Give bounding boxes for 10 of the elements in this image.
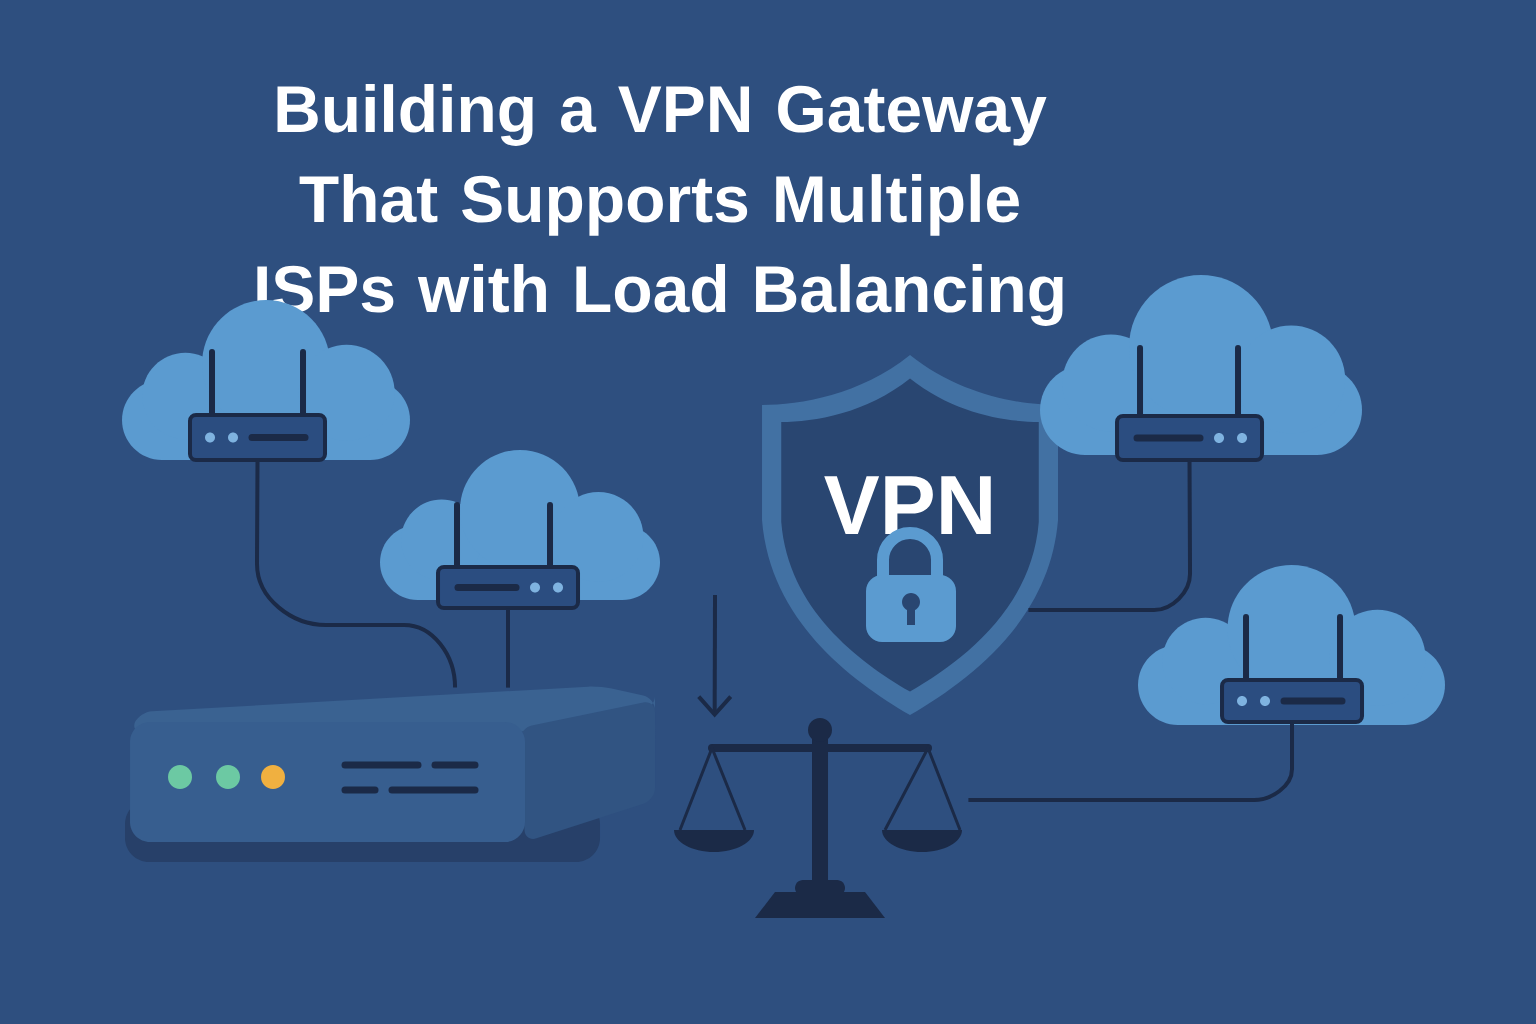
shield: VPN — [762, 355, 1058, 715]
arrow — [697, 595, 733, 718]
cable-line — [506, 608, 510, 688]
gateway-device-drawing — [125, 686, 655, 862]
cloud-router-drawing — [1138, 565, 1445, 725]
cable-line — [968, 722, 1294, 802]
cable-line — [255, 460, 458, 688]
cloud-router-drawing — [380, 450, 660, 610]
cable-line — [1028, 460, 1192, 612]
balance-scale-icon — [674, 718, 962, 918]
